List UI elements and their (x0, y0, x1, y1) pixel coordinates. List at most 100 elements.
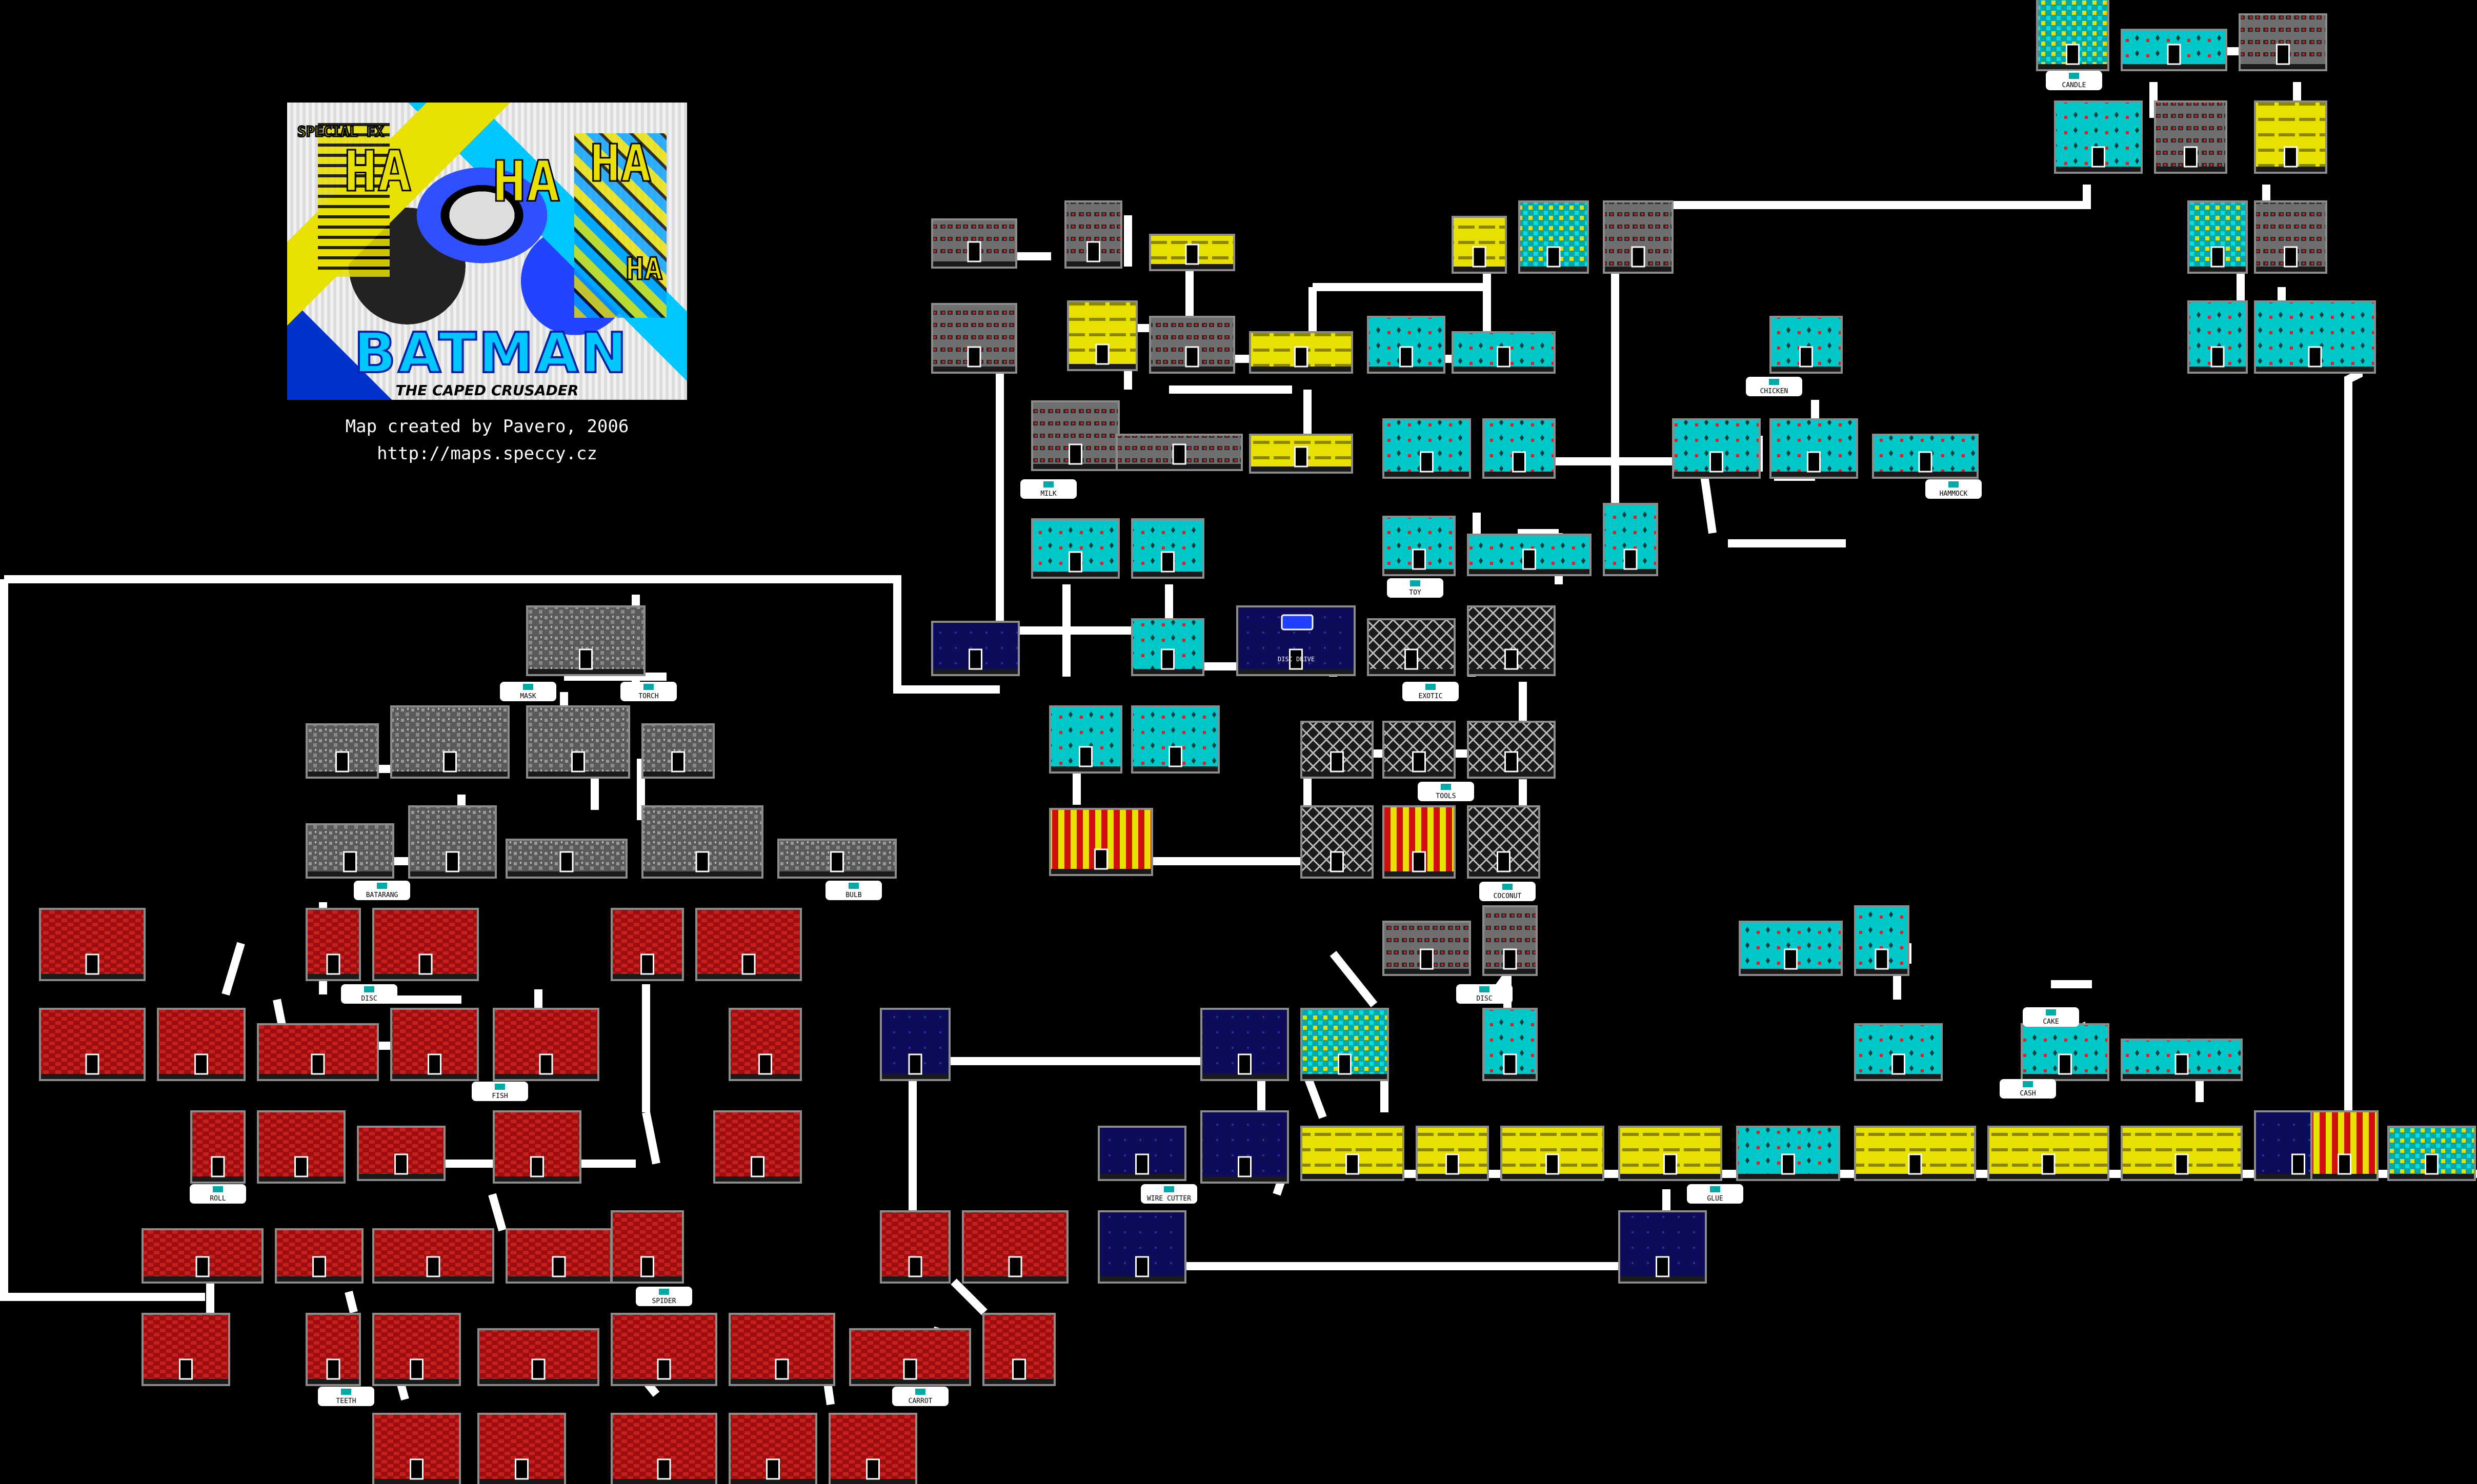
map-room (1049, 705, 1122, 774)
map-room (713, 1110, 802, 1184)
special-fx-text: SPECIAL FX (297, 123, 385, 141)
map-room (931, 621, 1020, 676)
map-room (2036, 0, 2109, 71)
map-room (2187, 200, 2248, 274)
item-label-text: GLUE (1707, 1195, 1723, 1203)
item-label: CANDLE (2046, 71, 2102, 90)
item-label: WIRE CUTTER (1141, 1184, 1197, 1204)
map-room (306, 908, 361, 981)
item-label-text: TORCH (638, 693, 658, 700)
map-room (493, 1110, 581, 1184)
map-room (849, 1328, 971, 1386)
map-room (142, 1228, 264, 1284)
disc-drive-text: DISC DRIVE (1278, 656, 1315, 663)
map-room (1300, 1126, 1404, 1181)
item-label: BULB (825, 881, 882, 900)
map-room (1467, 721, 1556, 779)
map-room (1149, 316, 1235, 374)
shout-text-1: HA (343, 138, 412, 205)
map-room (2121, 29, 2227, 71)
item-label: TORCH (620, 682, 677, 701)
map-room (611, 1210, 684, 1284)
connection-path (1303, 1075, 1327, 1119)
map-room (611, 1313, 717, 1386)
map-room (1482, 418, 1556, 479)
map-room (729, 1313, 835, 1386)
map-room (372, 908, 479, 981)
credit-author: Map created by Pavero, 2006 (345, 416, 629, 437)
map-room (372, 1413, 461, 1484)
item-label-text: EXOTIC (1419, 693, 1443, 700)
map-room (641, 805, 763, 879)
map-room (1200, 1008, 1289, 1081)
item-label-text: WIRE CUTTER (1147, 1195, 1191, 1203)
map-room (931, 303, 1017, 374)
map-room (39, 1008, 146, 1081)
map-room (1854, 1126, 1976, 1181)
map-room (2021, 1023, 2109, 1081)
map-room (157, 1008, 246, 1081)
item-label-text: CANDLE (2062, 82, 2086, 89)
map-room (641, 723, 715, 779)
connection-path (1330, 951, 1378, 1007)
item-label: EXOTIC (1402, 682, 1459, 701)
item-label: CARROT (892, 1387, 949, 1406)
map-room (1467, 805, 1540, 879)
map-room (1736, 1126, 1840, 1181)
map-room (1482, 905, 1538, 976)
map-room (1098, 1126, 1186, 1181)
map-room (1382, 516, 1456, 576)
rooms-layer (39, 0, 2476, 1484)
map-room (2254, 200, 2327, 274)
map-room (2239, 13, 2327, 71)
credit-url: http://maps.speccy.cz (377, 443, 597, 464)
map-room (611, 908, 684, 981)
item-label: MASK (500, 682, 556, 701)
map-room (1618, 1210, 1707, 1284)
map-room (1031, 400, 1120, 471)
item-label-text: CASH (2020, 1090, 2036, 1097)
map-room (1872, 434, 1979, 479)
item-label-text: CAKE (2043, 1018, 2059, 1026)
map-room (729, 1413, 817, 1484)
map-room (372, 1313, 461, 1386)
connection-path (2344, 359, 2363, 1153)
item-label-text: DISC (1476, 995, 1492, 1003)
map-room (1769, 316, 1843, 374)
item-label: TOOLS (1418, 782, 1474, 801)
map-room (372, 1228, 494, 1284)
map-room (408, 805, 497, 879)
map-room (1249, 331, 1353, 374)
map-room (142, 1313, 230, 1386)
map-room (1500, 1126, 1604, 1181)
map-room (1116, 434, 1243, 471)
map-room (1200, 1110, 1289, 1184)
item-label-text: BATARANG (366, 891, 398, 899)
item-label: DISC (341, 984, 397, 1004)
item-label-text: MILK (1040, 490, 1056, 498)
item-label: CHICKEN (1746, 377, 1802, 396)
map-room (390, 705, 510, 779)
map-room (2121, 1039, 2243, 1081)
map-room (1367, 618, 1456, 676)
map-room (257, 1110, 346, 1184)
item-label-text: ROLL (210, 1195, 226, 1203)
shout-text-3: HA (589, 133, 652, 194)
item-label: CASH (2000, 1079, 2056, 1099)
shout-text-4: HA (625, 251, 663, 288)
map-room (2121, 1126, 2243, 1181)
map-room (506, 1228, 612, 1284)
item-label: BATARANG (354, 881, 410, 900)
map-room (1382, 418, 1471, 479)
map-room (1367, 316, 1445, 374)
shout-text-2: HA (491, 148, 560, 215)
map-room (2054, 100, 2143, 174)
map-room (777, 839, 897, 879)
connection-path (488, 1193, 507, 1232)
connection-path (345, 1291, 358, 1313)
map-room (1149, 234, 1235, 271)
item-label: SPIDER (636, 1287, 692, 1306)
item-label: GLUE (1687, 1184, 1743, 1204)
connection-path (0, 579, 205, 1301)
map-room (506, 839, 628, 879)
